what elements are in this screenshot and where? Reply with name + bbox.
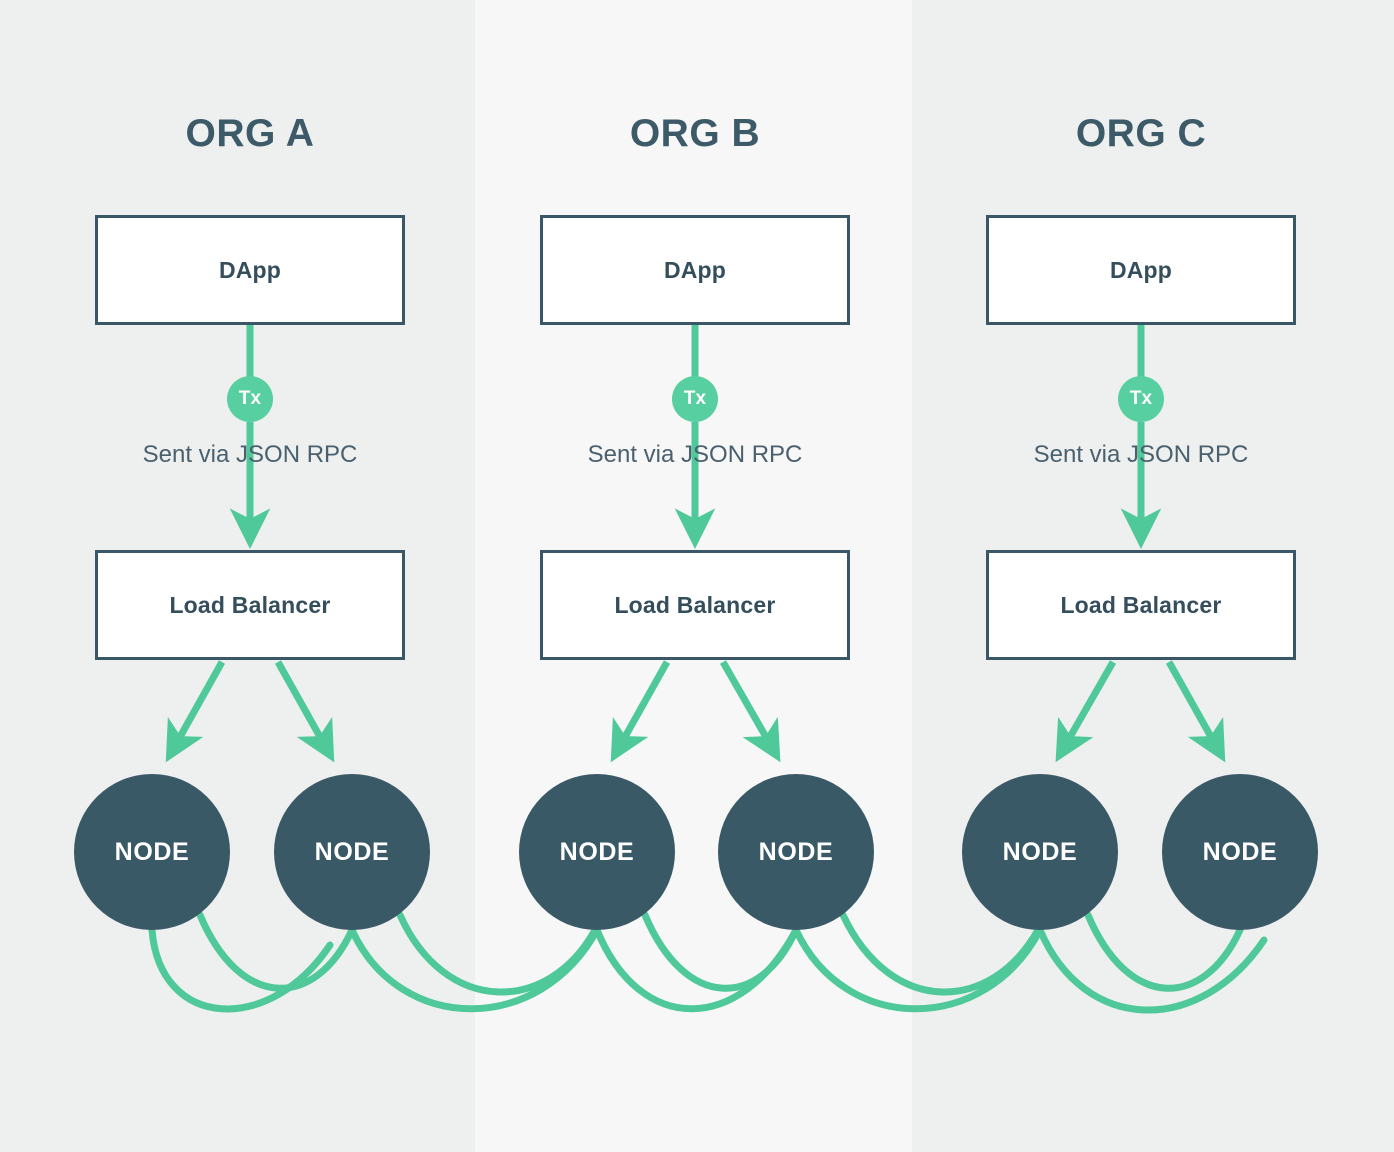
tx-label-a: Tx — [238, 388, 262, 409]
network-node-c1[interactable]: NODE — [962, 774, 1118, 930]
network-node-label-a2: NODE — [314, 837, 390, 866]
network-node-label-c2: NODE — [1202, 837, 1278, 866]
dapp-box-b[interactable]: DApp — [540, 215, 850, 325]
network-node-b1[interactable]: NODE — [519, 774, 675, 930]
dapp-label-c: DApp — [1109, 256, 1173, 283]
tx-badge-c[interactable]: Tx — [1118, 376, 1164, 422]
rpc-label-b: Sent via JSON RPC — [587, 441, 803, 468]
load-balancer-label-a: Load Balancer — [169, 591, 331, 618]
dapp-label-b: DApp — [663, 256, 727, 283]
dapp-box-c[interactable]: DApp — [986, 215, 1296, 325]
rpc-label-a: Sent via JSON RPC — [142, 441, 358, 468]
dapp-box-a[interactable]: DApp — [95, 215, 405, 325]
network-node-label-c1: NODE — [1002, 837, 1078, 866]
rpc-label-c: Sent via JSON RPC — [1033, 441, 1249, 468]
tx-badge-a[interactable]: Tx — [227, 376, 273, 422]
network-node-label-b1: NODE — [559, 837, 635, 866]
tx-badge-b[interactable]: Tx — [672, 376, 718, 422]
load-balancer-box-a[interactable]: Load Balancer — [95, 550, 405, 660]
load-balancer-box-c[interactable]: Load Balancer — [986, 550, 1296, 660]
network-node-label-b2: NODE — [758, 837, 834, 866]
load-balancer-label-b: Load Balancer — [614, 591, 776, 618]
network-node-b2[interactable]: NODE — [718, 774, 874, 930]
tx-label-c: Tx — [1129, 388, 1153, 409]
tx-label-b: Tx — [683, 388, 707, 409]
load-balancer-label-c: Load Balancer — [1060, 591, 1222, 618]
org-title-c: ORG C — [1075, 112, 1207, 155]
org-title-a: ORG A — [185, 112, 315, 155]
load-balancer-box-b[interactable]: Load Balancer — [540, 550, 850, 660]
dapp-label-a: DApp — [218, 256, 282, 283]
network-node-a1[interactable]: NODE — [74, 774, 230, 930]
network-node-label-a1: NODE — [114, 837, 190, 866]
org-title-b: ORG B — [629, 112, 761, 155]
network-node-a2[interactable]: NODE — [274, 774, 430, 930]
network-node-c2[interactable]: NODE — [1162, 774, 1318, 930]
